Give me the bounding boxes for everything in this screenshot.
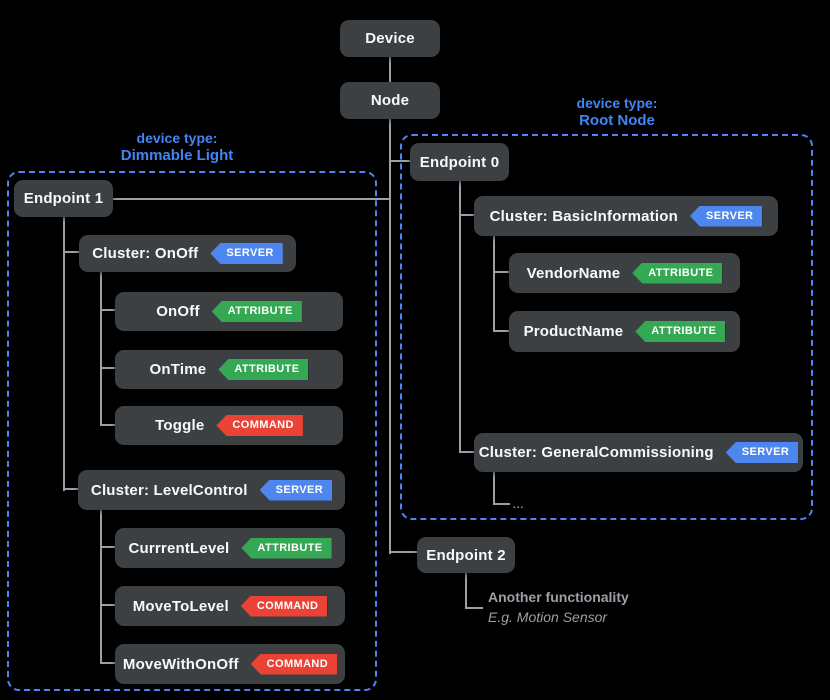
connector-levelcontrol-stem <box>100 510 102 664</box>
server-badge: SERVER <box>725 442 799 463</box>
attribute-badge: ATTRIBUTE <box>632 262 723 284</box>
command-badge: COMMAND <box>250 653 338 675</box>
node-node: Node <box>340 82 440 119</box>
node-label: Cluster: OnOff <box>92 245 199 262</box>
node-label: Endpoint 1 <box>23 190 104 207</box>
dimmable-light-group-outline <box>7 171 377 691</box>
attribute-badge: ATTRIBUTE <box>218 359 309 380</box>
device-type-caption: device type: <box>136 130 218 146</box>
attribute-badge: ATTRIBUTE <box>211 301 302 322</box>
node-label: Node <box>370 92 410 109</box>
connector-trunk-endpoint2 <box>391 551 418 553</box>
node-label: Cluster: BasicInformation <box>489 207 678 225</box>
connector-endpoint2-stem <box>465 573 467 609</box>
connector-endpoint1-stem <box>63 217 65 491</box>
connector-onoff-attr <box>101 309 116 311</box>
node-device: Device <box>340 20 440 57</box>
node-cluster-onoff: Cluster: OnOff SERVER <box>79 235 296 272</box>
connector-ellipsis <box>493 503 510 505</box>
connector-movetolevel-cmd <box>101 604 116 606</box>
node-currentlevel-attribute: CurrrentLevel ATTRIBUTE <box>115 528 345 568</box>
node-label: OnTime <box>149 361 207 378</box>
node-label: ProductName <box>523 323 624 340</box>
node-label: Device <box>365 30 415 47</box>
connector-currentlevel-attr <box>101 546 116 548</box>
node-cluster-generalcommissioning: Cluster: GeneralCommissioning SERVER <box>474 433 803 472</box>
connector-trunk <box>389 117 391 554</box>
connector-movewithonoff-cmd <box>101 662 116 664</box>
root-node-group-label: device type: Root Node <box>527 95 707 129</box>
node-movetolevel-command: MoveToLevel COMMAND <box>115 586 345 626</box>
node-label: CurrrentLevel <box>128 539 230 557</box>
server-badge: SERVER <box>689 205 763 227</box>
attribute-badge: ATTRIBUTE <box>241 537 332 559</box>
connector-ellipsis-stem <box>493 472 495 505</box>
connector-ontime-attr <box>101 367 116 369</box>
server-badge: SERVER <box>259 479 333 501</box>
endpoint2-note: Another functionality E.g. Motion Sensor <box>488 587 629 627</box>
node-endpoint-0: Endpoint 0 <box>410 143 509 181</box>
command-badge: COMMAND <box>240 595 328 617</box>
node-ontime-attribute: OnTime ATTRIBUTE <box>115 350 343 389</box>
node-label: MoveToLevel <box>132 597 229 615</box>
connector-device-node <box>389 56 391 83</box>
node-label: Endpoint 0 <box>419 153 500 171</box>
node-endpoint-2: Endpoint 2 <box>417 537 515 573</box>
dimmable-light-group-label: device type: Dimmable Light <box>82 130 272 164</box>
connector-basicinformation <box>460 214 475 216</box>
device-type-name: Root Node <box>579 112 655 129</box>
command-badge: COMMAND <box>216 415 303 436</box>
connector-trunk-endpoint1 <box>113 198 390 200</box>
connector-cluster-onoff <box>64 251 80 253</box>
connector-onoff-stem <box>100 272 102 426</box>
node-endpoint-1: Endpoint 1 <box>14 180 113 217</box>
ellipsis-text: ... <box>513 500 525 511</box>
node-label: Toggle <box>155 417 205 434</box>
connector-basicinformation-stem <box>493 236 495 332</box>
device-type-name: Dimmable Light <box>120 147 234 164</box>
node-label: MoveWithOnOff <box>122 655 239 673</box>
connector-productname <box>494 330 510 332</box>
node-label: VendorName <box>526 264 621 282</box>
connector-generalcommissioning <box>460 451 475 453</box>
node-cluster-basicinformation: Cluster: BasicInformation SERVER <box>474 196 778 236</box>
connector-endpoint0-stem <box>459 181 461 453</box>
endpoint2-note-line1: Another functionality <box>488 589 629 605</box>
node-label: Endpoint 2 <box>426 546 506 564</box>
node-toggle-command: Toggle COMMAND <box>115 406 343 445</box>
connector-endpoint2-note <box>465 607 483 609</box>
device-type-caption: device type: <box>576 95 658 111</box>
connector-cluster-levelcontrol <box>64 488 79 490</box>
node-movewithonoff-command: MoveWithOnOff COMMAND <box>115 644 345 684</box>
node-label: OnOff <box>156 303 200 320</box>
server-badge: SERVER <box>210 243 283 264</box>
node-label: Cluster: GeneralCommissioning <box>478 444 714 461</box>
node-productname: ProductName ATTRIBUTE <box>509 311 740 352</box>
node-cluster-levelcontrol: Cluster: LevelControl SERVER <box>78 470 345 510</box>
endpoint2-note-line2: E.g. Motion Sensor <box>488 609 608 625</box>
node-vendorname: VendorName ATTRIBUTE <box>509 253 740 293</box>
attribute-badge: ATTRIBUTE <box>635 321 726 342</box>
connector-vendorname <box>494 271 510 273</box>
root-node-group-outline <box>400 134 813 520</box>
node-onoff-attribute: OnOff ATTRIBUTE <box>115 292 343 331</box>
node-label: Cluster: LevelControl <box>90 481 248 499</box>
connector-toggle-cmd <box>101 424 116 426</box>
